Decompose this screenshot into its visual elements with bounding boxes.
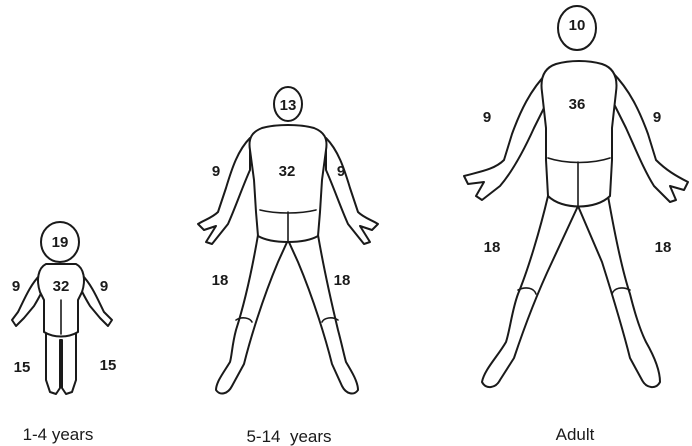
figure-adult: 10 36 9 9 18 18 Adult bbox=[464, 6, 688, 444]
adult-trunk-value: 36 bbox=[569, 96, 586, 113]
child-left-leg-value: 15 bbox=[14, 359, 31, 376]
youth-trunk-value: 32 bbox=[279, 163, 296, 180]
figure-youth: 13 32 9 9 18 18 5-14 years bbox=[198, 87, 378, 446]
youth-caption: 5-14 years bbox=[246, 427, 331, 446]
youth-head-value: 13 bbox=[280, 97, 297, 114]
child-right-arm-value: 9 bbox=[100, 278, 108, 295]
child-trunk-value: 32 bbox=[53, 278, 70, 295]
adult-right-leg bbox=[578, 196, 660, 387]
adult-trunk bbox=[542, 61, 617, 207]
adult-left-arm-value: 9 bbox=[483, 109, 491, 126]
youth-right-arm-value: 9 bbox=[337, 163, 345, 180]
child-head-value: 19 bbox=[52, 234, 69, 251]
child-right-leg-value: 15 bbox=[100, 357, 117, 374]
adult-right-arm-value: 9 bbox=[653, 109, 661, 126]
adult-right-leg-value: 18 bbox=[655, 239, 672, 256]
figure-child: 19 32 9 9 15 15 1-4 years bbox=[12, 222, 117, 444]
youth-left-leg bbox=[216, 235, 288, 393]
youth-right-arm bbox=[326, 138, 378, 244]
child-legs bbox=[46, 330, 76, 394]
adult-left-leg-value: 18 bbox=[484, 239, 501, 256]
child-left-arm-value: 9 bbox=[12, 278, 20, 295]
adult-caption: Adult bbox=[556, 425, 595, 444]
child-caption: 1-4 years bbox=[23, 425, 94, 444]
adult-left-arm bbox=[464, 72, 548, 200]
youth-right-leg bbox=[288, 235, 358, 393]
adult-head-value: 10 bbox=[569, 17, 586, 34]
youth-left-leg-value: 18 bbox=[212, 272, 229, 289]
youth-left-arm-value: 9 bbox=[212, 163, 220, 180]
adult-left-leg bbox=[482, 196, 578, 387]
youth-left-arm bbox=[198, 138, 250, 244]
youth-right-leg-value: 18 bbox=[334, 272, 351, 289]
adult-right-arm bbox=[612, 72, 688, 202]
